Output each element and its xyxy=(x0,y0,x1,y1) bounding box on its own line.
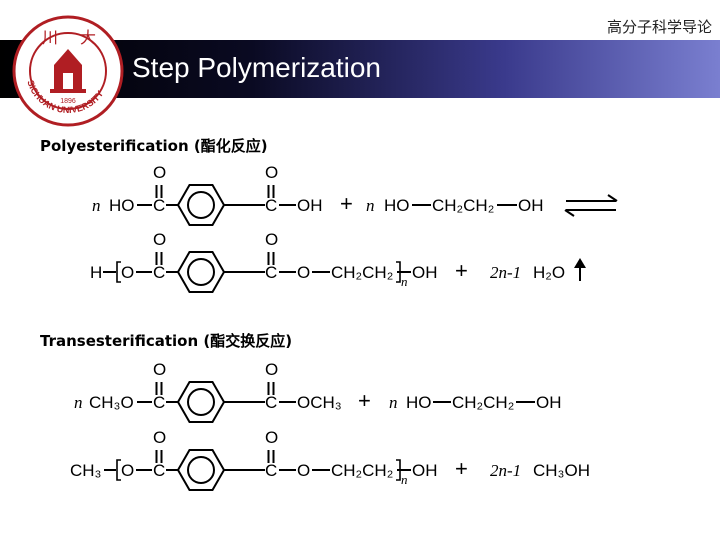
slide-title: Step Polymerization xyxy=(132,52,382,83)
svg-text:OCH₃: OCH₃ xyxy=(297,393,342,412)
svg-text:+: + xyxy=(358,388,371,413)
svg-text:O: O xyxy=(153,230,166,249)
svg-text:n: n xyxy=(366,196,375,215)
svg-text:HO: HO xyxy=(384,196,410,215)
svg-text:n: n xyxy=(92,196,101,215)
svg-text:n: n xyxy=(74,393,83,412)
svg-text:C: C xyxy=(265,393,277,412)
svg-text:O: O xyxy=(265,163,278,182)
svg-text:CH₃: CH₃ xyxy=(70,461,101,480)
svg-text:O: O xyxy=(265,230,278,249)
svg-text:+: + xyxy=(340,191,353,216)
svg-text:CH₂CH₂: CH₂CH₂ xyxy=(432,196,494,215)
svg-text:H: H xyxy=(90,263,102,282)
svg-text:O: O xyxy=(297,461,310,480)
svg-text:+: + xyxy=(455,456,468,481)
svg-text:CH₂CH₂: CH₂CH₂ xyxy=(331,263,393,282)
svg-text:HO: HO xyxy=(406,393,432,412)
reaction1-product-line: H O C O C O O CH₂CH₂ n OH + 2n-1 H₂O xyxy=(90,230,586,293)
svg-text:O: O xyxy=(121,461,134,480)
svg-text:2n-1: 2n-1 xyxy=(490,461,521,480)
svg-text:OH: OH xyxy=(536,393,562,412)
svg-text:C: C xyxy=(153,461,165,480)
svg-text:OH: OH xyxy=(412,263,438,282)
svg-text:O: O xyxy=(265,360,278,379)
svg-text:H₂O: H₂O xyxy=(533,263,565,282)
svg-text:O: O xyxy=(153,163,166,182)
seal-year: 1896 xyxy=(60,98,76,105)
svg-text:C: C xyxy=(265,196,277,215)
svg-text:川: 川 xyxy=(42,28,58,47)
section-transesterification: Transesterification (酯交换反应) xyxy=(40,332,293,350)
svg-text:O: O xyxy=(121,263,134,282)
svg-text:+: + xyxy=(455,258,468,283)
svg-text:OH: OH xyxy=(518,196,544,215)
svg-text:O: O xyxy=(265,428,278,447)
reaction2-product-line: CH₃ O C O C O O CH₂CH₂ n OH + 2n-1 CH₃OH xyxy=(70,428,590,491)
reaction1-reactant-line: n HO C O C O OH + n HO CH₂CH₂ OH xyxy=(92,163,618,226)
reaction2-reactant-line: n CH₃O C O C O OCH₃ + n HO CH₂CH₂ OH xyxy=(74,360,562,423)
svg-text:C: C xyxy=(153,393,165,412)
svg-text:C: C xyxy=(265,461,277,480)
svg-text:C: C xyxy=(265,263,277,282)
svg-text:C: C xyxy=(153,263,165,282)
svg-text:C: C xyxy=(153,196,165,215)
svg-text:OH: OH xyxy=(412,461,438,480)
svg-text:CH₃OH: CH₃OH xyxy=(533,461,590,480)
course-title: 高分子科学导论 xyxy=(606,18,712,36)
svg-text:2n-1: 2n-1 xyxy=(490,263,521,282)
svg-text:CH₂CH₂: CH₂CH₂ xyxy=(331,461,393,480)
svg-text:n: n xyxy=(401,274,408,289)
svg-text:HO: HO xyxy=(109,196,135,215)
svg-text:n: n xyxy=(389,393,398,412)
svg-text:CH₂CH₂: CH₂CH₂ xyxy=(452,393,514,412)
university-seal-logo: SICHUAN UNIVERSITY 川 大 1896 xyxy=(12,15,124,127)
svg-text:O: O xyxy=(297,263,310,282)
svg-text:n: n xyxy=(401,472,408,487)
section-polyesterification: Polyesterification (酯化反应) xyxy=(40,137,268,155)
svg-text:O: O xyxy=(153,360,166,379)
svg-text:OH: OH xyxy=(297,196,323,215)
svg-text:CH₃O: CH₃O xyxy=(89,393,134,412)
svg-text:O: O xyxy=(153,428,166,447)
svg-text:大: 大 xyxy=(80,28,96,47)
